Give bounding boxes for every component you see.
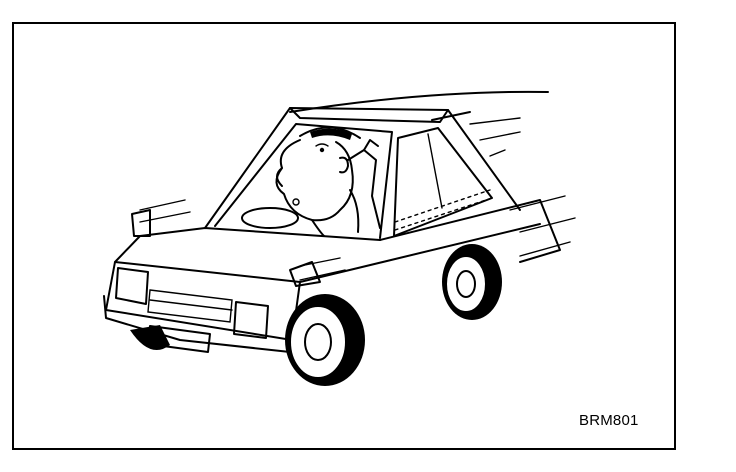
figure-code-label: BRM801 bbox=[579, 412, 639, 429]
driver-icon bbox=[275, 126, 381, 237]
left-front-wheel-icon bbox=[130, 325, 170, 350]
front-wheel-icon bbox=[285, 294, 365, 386]
speed-lines-icon bbox=[139, 90, 576, 281]
rear-wheel-icon bbox=[442, 244, 502, 320]
